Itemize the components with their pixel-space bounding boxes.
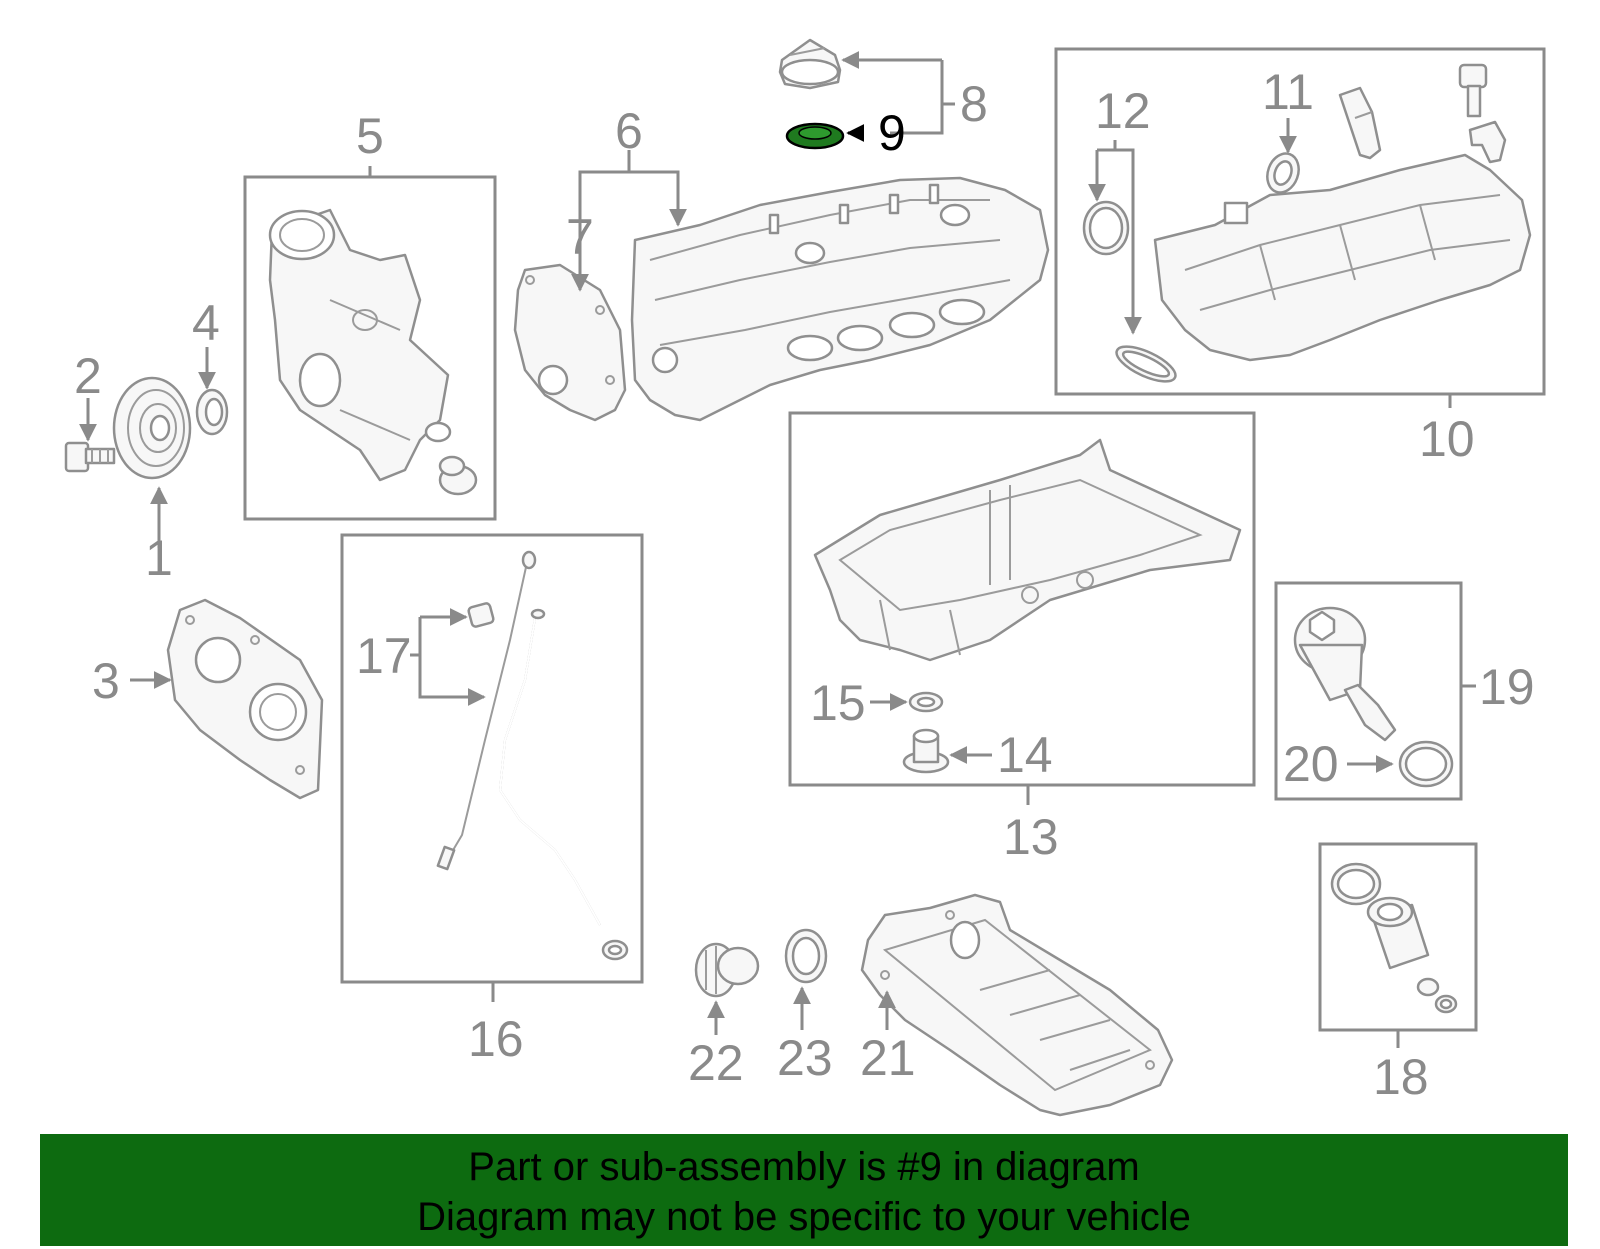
dipstick-tube bbox=[498, 608, 629, 961]
highlighted-seal-9 bbox=[785, 122, 845, 150]
callout-11: 11 bbox=[1262, 64, 1314, 120]
intake-manifold bbox=[1153, 153, 1532, 362]
callout-4: 4 bbox=[192, 295, 220, 351]
callout-9: 9 bbox=[878, 105, 906, 161]
callout-22: 22 bbox=[688, 1035, 744, 1091]
callout-6: 6 bbox=[615, 103, 643, 159]
oil-pan-lower bbox=[860, 893, 1174, 1117]
callout-3: 3 bbox=[92, 653, 120, 709]
banner-line-2: Diagram may not be specific to your vehi… bbox=[417, 1195, 1191, 1239]
drain-washer-15 bbox=[908, 691, 944, 713]
oil-pan-upper bbox=[813, 438, 1242, 662]
dipstick-cap bbox=[467, 602, 495, 628]
callout-20: 20 bbox=[1283, 736, 1339, 792]
dipstick bbox=[436, 550, 537, 871]
callout-1: 1 bbox=[145, 530, 173, 586]
callout-13: 13 bbox=[1003, 809, 1059, 865]
pulley-bolt bbox=[64, 441, 116, 473]
parts-diagram: 1 2 3 4 5 6 7 8 9 10 11 12 13 14 15 16 1… bbox=[64, 38, 1546, 1117]
timing-cover bbox=[268, 208, 478, 496]
plug-22 bbox=[694, 942, 760, 998]
callout-14: 14 bbox=[997, 727, 1053, 783]
box-13 bbox=[788, 411, 1256, 787]
head-gasket bbox=[513, 263, 627, 422]
callout-23: 23 bbox=[777, 1030, 833, 1086]
bracket bbox=[1468, 120, 1507, 164]
callout-7: 7 bbox=[566, 209, 594, 265]
callout-15: 15 bbox=[810, 675, 866, 731]
timing-cover-gasket bbox=[166, 598, 324, 800]
banner-line-1: Part or sub-assembly is #9 in diagram bbox=[468, 1145, 1140, 1189]
filter-cap-o-ring bbox=[1398, 740, 1454, 788]
callout-5: 5 bbox=[356, 108, 384, 164]
manifold-o-ring-upper bbox=[1082, 200, 1130, 256]
callout-16: 16 bbox=[468, 1011, 524, 1067]
cylinder-head bbox=[630, 176, 1050, 422]
callout-8: 8 bbox=[960, 76, 988, 132]
box-16 bbox=[340, 533, 644, 984]
sensor-gasket bbox=[1266, 152, 1300, 194]
front-seal bbox=[195, 388, 229, 436]
crank-pulley bbox=[112, 376, 192, 480]
pressure-sensor bbox=[1338, 86, 1382, 160]
seal-23 bbox=[784, 928, 828, 984]
callout-18: 18 bbox=[1373, 1049, 1429, 1105]
info-banner: Part or sub-assembly is #9 in diagram Di… bbox=[40, 1134, 1568, 1246]
oil-filter-kit bbox=[1330, 862, 1458, 1014]
oil-filler-cap bbox=[778, 38, 842, 90]
callout-21: 21 bbox=[860, 1030, 916, 1086]
filter-housing-cap bbox=[1293, 606, 1397, 742]
manifold-bolt bbox=[1458, 63, 1488, 118]
callout-19: 19 bbox=[1479, 659, 1535, 715]
callout-17: 17 bbox=[356, 628, 412, 684]
callout-10: 10 bbox=[1419, 411, 1475, 467]
box-10 bbox=[1054, 47, 1546, 396]
callout-12: 12 bbox=[1095, 83, 1151, 139]
callout-2: 2 bbox=[74, 348, 102, 404]
drain-plug-14 bbox=[902, 728, 950, 774]
manifold-o-ring-lower bbox=[1115, 345, 1177, 383]
box-19 bbox=[1274, 581, 1463, 801]
